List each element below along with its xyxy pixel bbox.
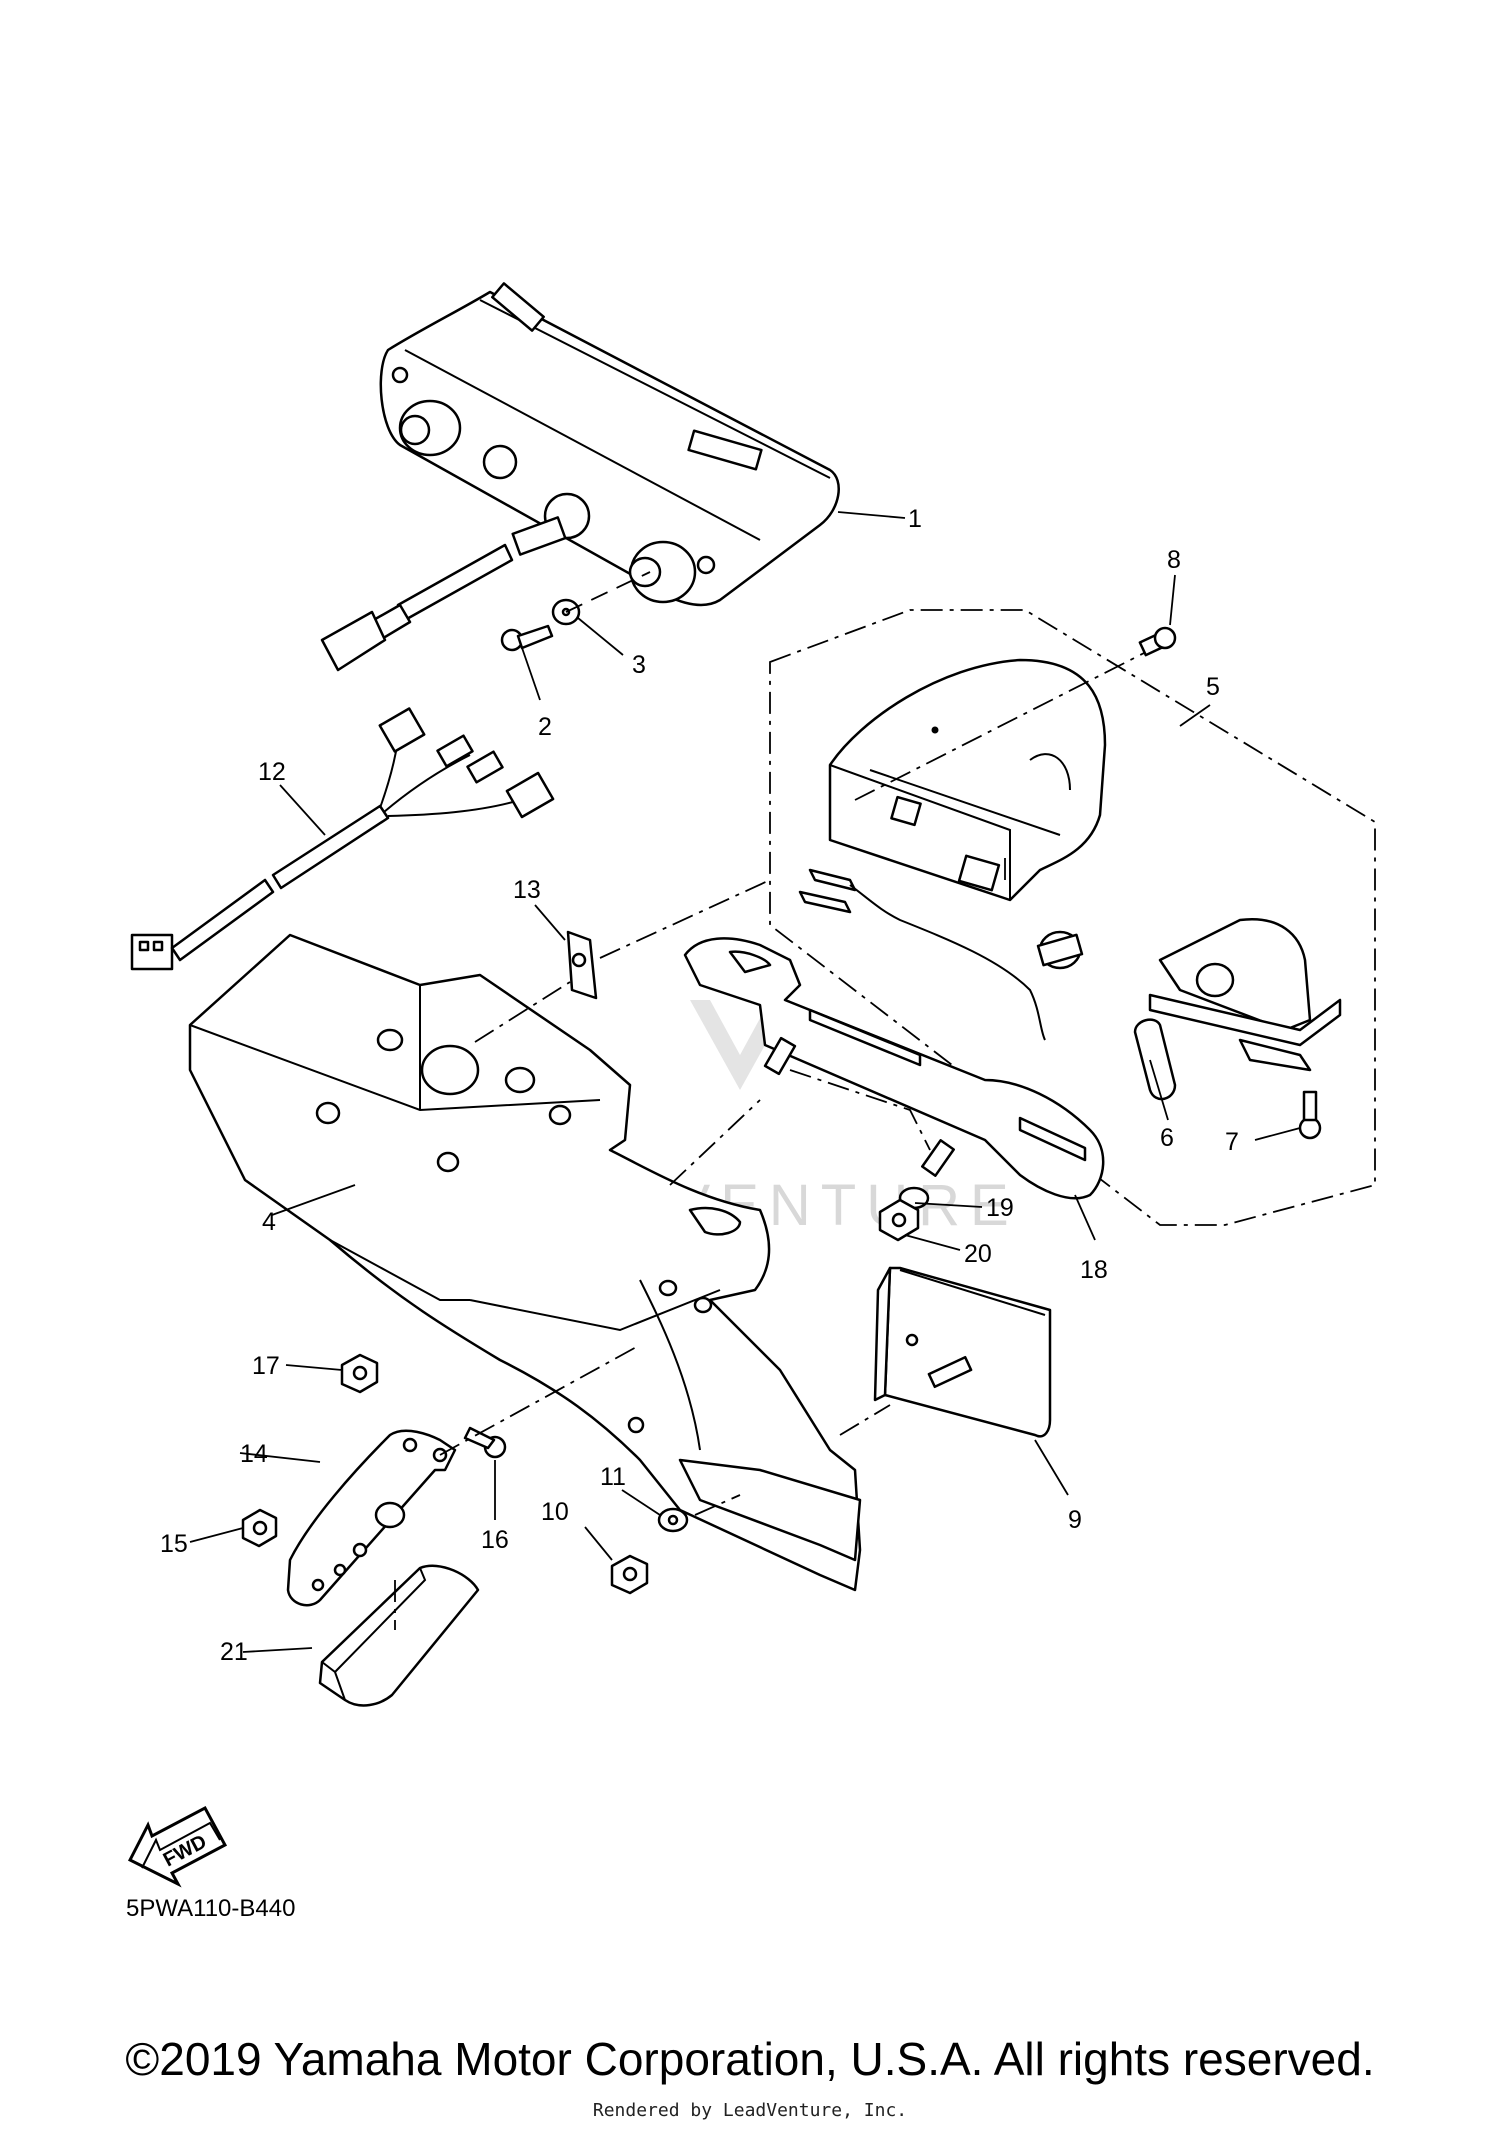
part-20-nut[interactable] — [878, 1198, 920, 1242]
callout-21[interactable]: 21 — [220, 1638, 248, 1666]
part-5-socket-wire[interactable] — [798, 868, 1342, 1072]
callout-10[interactable]: 10 — [541, 1498, 569, 1526]
callout-13[interactable]: 13 — [513, 876, 541, 904]
diagram-code: 5PWA110-B440 — [126, 1895, 296, 1922]
callout-6[interactable]: 6 — [1160, 1124, 1174, 1152]
part-8-screw[interactable] — [1138, 626, 1177, 657]
callouts: 1 2 3 4 5 6 7 8 9 10 11 12 13 14 15 16 1… — [160, 505, 1239, 1666]
part-6-bulb[interactable] — [1133, 1018, 1177, 1101]
part-2-screw[interactable] — [500, 624, 554, 652]
part-21-reflector[interactable] — [318, 1564, 480, 1707]
leader-lines — [189, 511, 1301, 1653]
callout-8[interactable]: 8 — [1167, 546, 1181, 574]
callout-9[interactable]: 9 — [1068, 1506, 1082, 1534]
callout-15[interactable]: 15 — [160, 1530, 188, 1558]
copyright-notice: ©2019 Yamaha Motor Corporation, U.S.A. A… — [125, 2033, 1375, 2085]
part-18-stud — [763, 1036, 797, 1076]
callout-12[interactable]: 12 — [258, 758, 286, 786]
fwd-arrow-icon: FWD — [127, 1805, 228, 1888]
callout-11[interactable]: 11 — [600, 1463, 626, 1491]
callout-5[interactable]: 5 — [1206, 673, 1220, 701]
part-12-harness[interactable] — [130, 707, 555, 971]
callout-3[interactable]: 3 — [632, 651, 646, 679]
part-5-lamp-housing[interactable] — [828, 658, 1107, 902]
part-10-nut[interactable] — [610, 1554, 649, 1595]
rendered-by-credit: Rendered by LeadVenture, Inc. — [592, 2100, 908, 2121]
part-1-lamp-bar[interactable] — [320, 282, 840, 672]
part-13-bracket[interactable] — [566, 930, 598, 1000]
callout-20[interactable]: 20 — [964, 1240, 992, 1268]
part-16-screw[interactable] — [463, 1426, 507, 1459]
callout-18[interactable]: 18 — [1080, 1256, 1108, 1284]
callout-17[interactable]: 17 — [252, 1352, 280, 1380]
callout-2[interactable]: 2 — [538, 713, 552, 741]
callout-4[interactable]: 4 — [262, 1208, 276, 1236]
callout-14[interactable]: 14 — [240, 1440, 268, 1468]
part-17-nut[interactable] — [340, 1353, 379, 1394]
part-9-plate-light[interactable] — [873, 1266, 1052, 1438]
part-18-plate-bracket[interactable] — [683, 937, 1105, 1200]
callout-16[interactable]: 16 — [481, 1526, 509, 1554]
part-14-reflector-bracket[interactable] — [286, 1429, 457, 1607]
part-4-fender[interactable] — [188, 933, 862, 1592]
callout-7[interactable]: 7 — [1225, 1128, 1239, 1156]
part-11-washer[interactable] — [657, 1507, 689, 1533]
callout-1[interactable]: 1 — [908, 505, 922, 533]
part-7-screw[interactable] — [1298, 1090, 1322, 1140]
callout-19[interactable]: 19 — [986, 1194, 1014, 1222]
assembly-lines — [394, 858, 1006, 1630]
part-15-nut[interactable] — [241, 1508, 278, 1548]
